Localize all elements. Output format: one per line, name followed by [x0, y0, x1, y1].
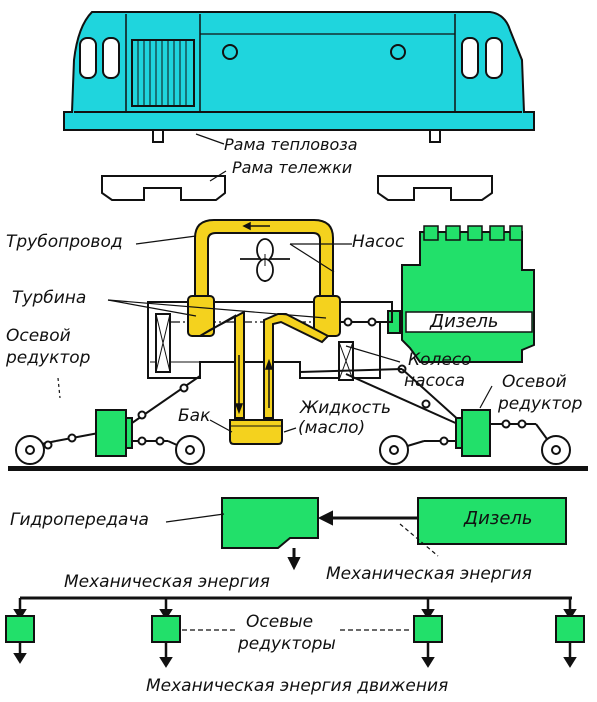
- label-axle-gearbox-right-2: редуктор: [498, 394, 583, 414]
- block-leaders: [165, 513, 439, 631]
- label-loco-frame: Рама тепловоза: [224, 135, 358, 154]
- label-hydro-transmission: Гидропередача: [10, 510, 149, 530]
- label-turbine: Турбина: [12, 288, 87, 308]
- label-axle-gearbox-right-1: Осевой: [502, 372, 567, 392]
- label-pump: Насос: [352, 232, 405, 252]
- diesel-engine: [387, 225, 535, 363]
- rail: [8, 466, 588, 471]
- label-diesel-engine: Дизель: [430, 311, 499, 332]
- wheels: [15, 435, 571, 465]
- flow-arrows: [234, 221, 274, 415]
- label-bogie-frame: Рама тележки: [232, 158, 353, 177]
- drive-shafts: [31, 317, 556, 451]
- bogie-frames: [101, 175, 493, 201]
- pump-symbol: [240, 238, 290, 282]
- label-axle-gearboxes-1: Осевые: [246, 612, 314, 632]
- label-axle-gearbox-left-2: редуктор: [6, 348, 91, 368]
- label-mech-energy-right: Механическая энергия: [326, 564, 532, 584]
- label-pump-wheel-2: насоса: [404, 371, 466, 391]
- label-fluid-2: (масло): [298, 418, 366, 438]
- label-fluid-1: Жидкость: [300, 398, 392, 418]
- label-pump-wheel-1: Колесо: [408, 350, 472, 370]
- label-diesel-block: Дизель: [464, 508, 533, 529]
- locomotive-body: [63, 11, 535, 143]
- axle-gearboxes: [95, 409, 491, 457]
- label-mech-energy-left: Механическая энергия: [64, 572, 270, 592]
- label-tank: Бак: [178, 406, 211, 426]
- label-axle-gearboxes-2: редукторы: [238, 634, 336, 654]
- frame-leaders: [195, 133, 227, 182]
- label-axle-gearbox-left-1: Осевой: [6, 326, 71, 346]
- label-motion-energy: Механическая энергия движения: [146, 676, 449, 696]
- middle-leaders: [57, 235, 493, 433]
- label-pipeline: Трубопровод: [6, 232, 123, 252]
- block-diagram: [5, 497, 585, 668]
